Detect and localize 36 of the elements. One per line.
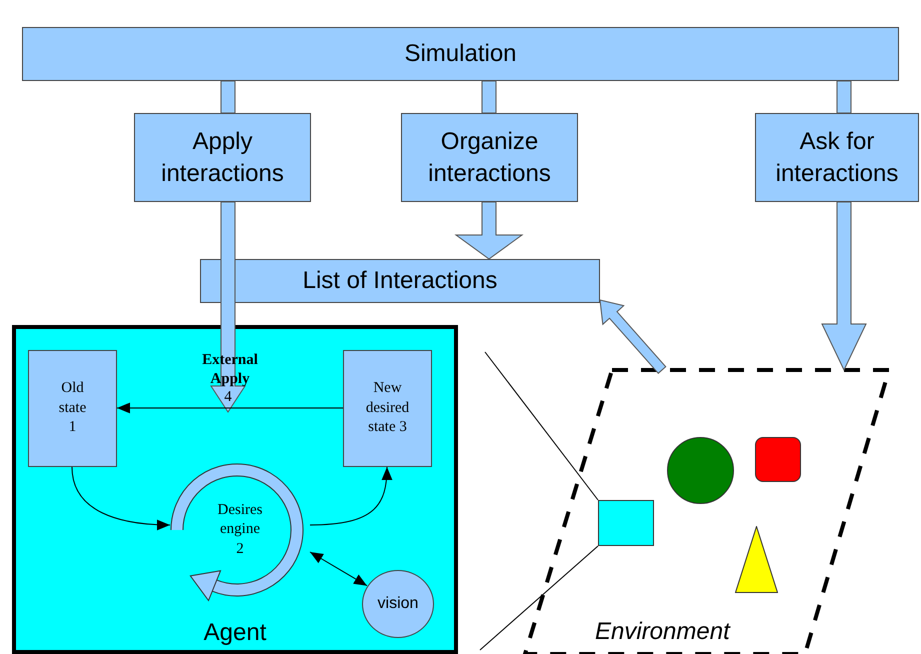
block-arrow xyxy=(599,299,666,374)
process-box xyxy=(755,113,919,202)
box-label: Organize interactions xyxy=(427,127,552,188)
triangle-icon xyxy=(735,526,778,593)
box-label: Apply interactions xyxy=(160,127,285,188)
block-arrow xyxy=(454,202,524,260)
rounded-square-icon xyxy=(755,437,801,482)
box-label: New desired state 3 xyxy=(366,379,410,438)
block-arrow xyxy=(821,202,867,372)
process-box xyxy=(134,113,311,202)
process-box xyxy=(343,350,432,467)
box-label: List of Interactions xyxy=(302,266,498,296)
process-box xyxy=(200,259,600,303)
block-arrow xyxy=(210,202,246,413)
process-box xyxy=(28,350,117,467)
line xyxy=(480,546,598,650)
connector-bar xyxy=(836,80,852,114)
agent-title: Agent xyxy=(204,618,266,648)
box-label: Ask for interactions xyxy=(774,127,900,188)
arrow xyxy=(310,466,392,526)
process-box xyxy=(401,113,578,202)
environment-title: Environment xyxy=(595,617,730,647)
connector-bar xyxy=(482,80,496,114)
box-label: vision xyxy=(378,594,418,614)
box-label: Desires engine 2 xyxy=(218,500,262,559)
agent-panel xyxy=(12,325,458,654)
process-box xyxy=(22,27,899,81)
arrow xyxy=(72,466,170,530)
arrow xyxy=(310,552,368,586)
square-icon xyxy=(598,500,654,546)
arrow xyxy=(116,402,344,414)
step-label: 4 xyxy=(223,388,233,407)
connector-bar xyxy=(220,80,236,114)
box-label: Simulation xyxy=(404,39,517,70)
line xyxy=(484,352,598,500)
box-label: Old state 1 xyxy=(58,379,86,438)
